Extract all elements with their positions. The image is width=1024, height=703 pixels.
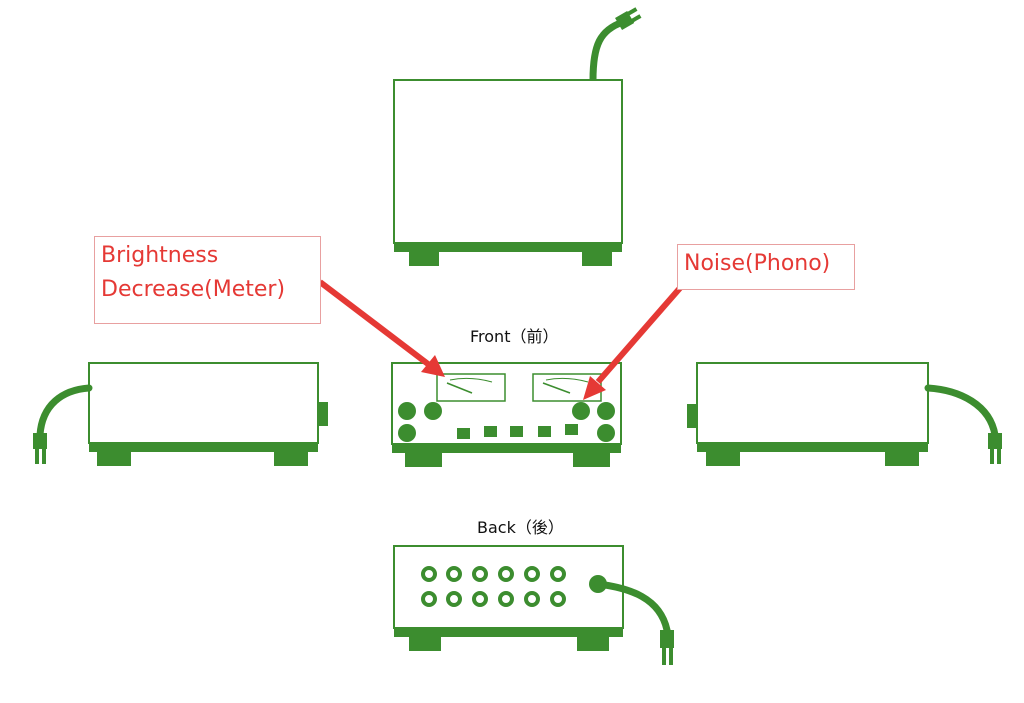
- left-power-cord: [36, 384, 93, 439]
- left-foot-1: [97, 452, 131, 466]
- phono-callout-text: Noise(Phono): [684, 251, 831, 276]
- rca-jack: [446, 591, 462, 607]
- front-switch-2: [484, 426, 497, 437]
- top-power-cord: [589, 18, 627, 84]
- back-base: [394, 627, 623, 637]
- front-base: [392, 443, 621, 453]
- rca-jack: [498, 591, 514, 607]
- right-base: [697, 442, 928, 452]
- top-plug-icon: [615, 7, 642, 31]
- back-power-cord: [594, 580, 671, 634]
- left-side-view-unit: [33, 362, 328, 466]
- front-switch-3: [510, 426, 523, 437]
- back-view-label: Back（後）: [477, 518, 564, 537]
- rca-jack: [550, 591, 566, 607]
- top-chassis: [393, 79, 623, 244]
- front-switch-5: [565, 424, 578, 435]
- top-view-unit: [393, 7, 642, 266]
- left-foot-2: [274, 452, 308, 466]
- left-base: [89, 442, 318, 452]
- meter-callout-line2: Decrease(Meter): [101, 277, 286, 302]
- back-view-unit: [393, 545, 674, 665]
- right-foot-2: [885, 452, 919, 466]
- right-plug-icon: [988, 433, 1002, 464]
- front-switch-1: [457, 428, 470, 439]
- front-foot-left: [405, 453, 442, 467]
- rca-jack: [524, 591, 540, 607]
- left-plug-icon: [33, 433, 47, 464]
- front-knob-3: [398, 424, 416, 442]
- rca-jack: [524, 566, 540, 582]
- meter-callout-line1: Brightness: [101, 243, 219, 268]
- front-meter-left-needle: [446, 382, 473, 394]
- front-foot-right: [573, 453, 610, 467]
- front-meter-left-scale: [449, 377, 493, 383]
- phono-callout-box: Noise(Phono): [677, 244, 855, 290]
- back-foot-right: [577, 637, 609, 651]
- back-foot-left: [409, 637, 441, 651]
- front-knob-6: [597, 424, 615, 442]
- front-knob-5: [597, 402, 615, 420]
- rca-jack: [446, 566, 462, 582]
- right-power-cord: [924, 384, 999, 439]
- front-meter-right-needle: [542, 382, 571, 394]
- top-base: [394, 242, 622, 252]
- right-knob-edge: [687, 404, 697, 428]
- rca-jack: [550, 566, 566, 582]
- top-foot-left: [409, 252, 439, 266]
- front-view-unit: [391, 362, 622, 467]
- front-knob-4: [572, 402, 590, 420]
- back-chassis: [393, 545, 624, 629]
- phono-callout-arrow: [583, 286, 683, 400]
- rca-jack: [472, 566, 488, 582]
- right-side-view-unit: [687, 362, 1002, 466]
- rca-jack: [472, 591, 488, 607]
- back-rca-jacks: [421, 566, 566, 607]
- front-knob-1: [398, 402, 416, 420]
- front-view-label: Front（前）: [470, 327, 559, 346]
- back-plug-icon: [660, 630, 674, 665]
- rca-jack: [421, 566, 437, 582]
- top-foot-right: [582, 252, 612, 266]
- left-knob-edge: [318, 402, 328, 426]
- meter-callout-arrow: [318, 279, 445, 377]
- rca-jack: [421, 591, 437, 607]
- left-chassis: [88, 362, 319, 444]
- rca-jack: [498, 566, 514, 582]
- front-switch-4: [538, 426, 551, 437]
- front-meter-right-scale: [545, 377, 589, 383]
- right-chassis: [696, 362, 929, 444]
- right-foot-1: [706, 452, 740, 466]
- meter-callout-box: Brightness Decrease(Meter): [94, 236, 321, 324]
- front-knob-2: [424, 402, 442, 420]
